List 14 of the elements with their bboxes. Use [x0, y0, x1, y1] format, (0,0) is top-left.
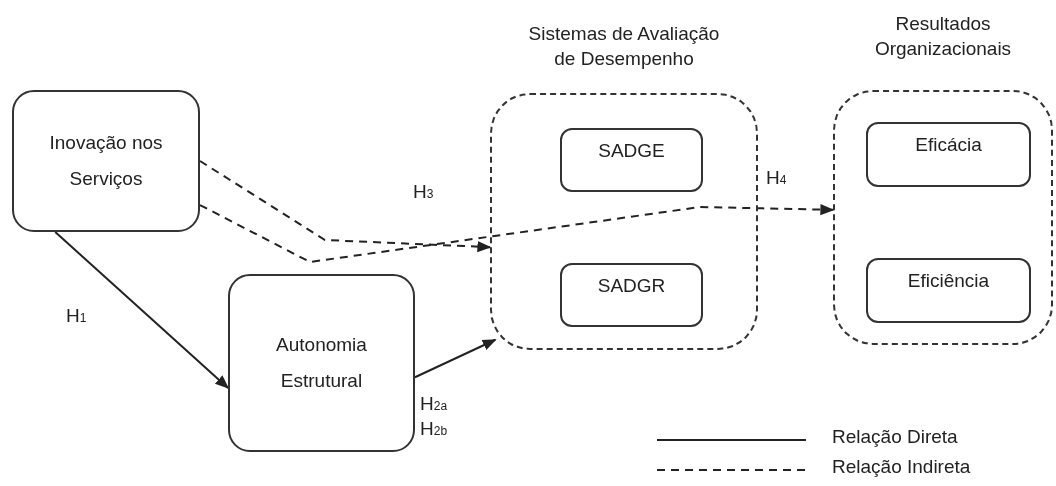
- construct-box: SADGE: [560, 128, 703, 192]
- group-heading: Resultados Organizacionais: [873, 12, 1013, 61]
- arrow: [54, 231, 230, 389]
- legend-label: Relação Indireta: [832, 456, 971, 478]
- construct-box: Autonomia Estrutural: [228, 274, 415, 452]
- arrow: [199, 160, 492, 253]
- construct-box: Eficácia: [866, 122, 1031, 187]
- construct-box: Inovação nos Serviços: [12, 90, 200, 232]
- group-heading: Sistemas de Avaliação de Desempenho: [527, 22, 721, 71]
- construct-box: Eficiência: [866, 258, 1031, 323]
- construct-box: SADGR: [560, 263, 703, 327]
- legend-label: Relação Direta: [832, 426, 958, 448]
- arrow: [414, 338, 497, 379]
- arrow: [199, 204, 835, 264]
